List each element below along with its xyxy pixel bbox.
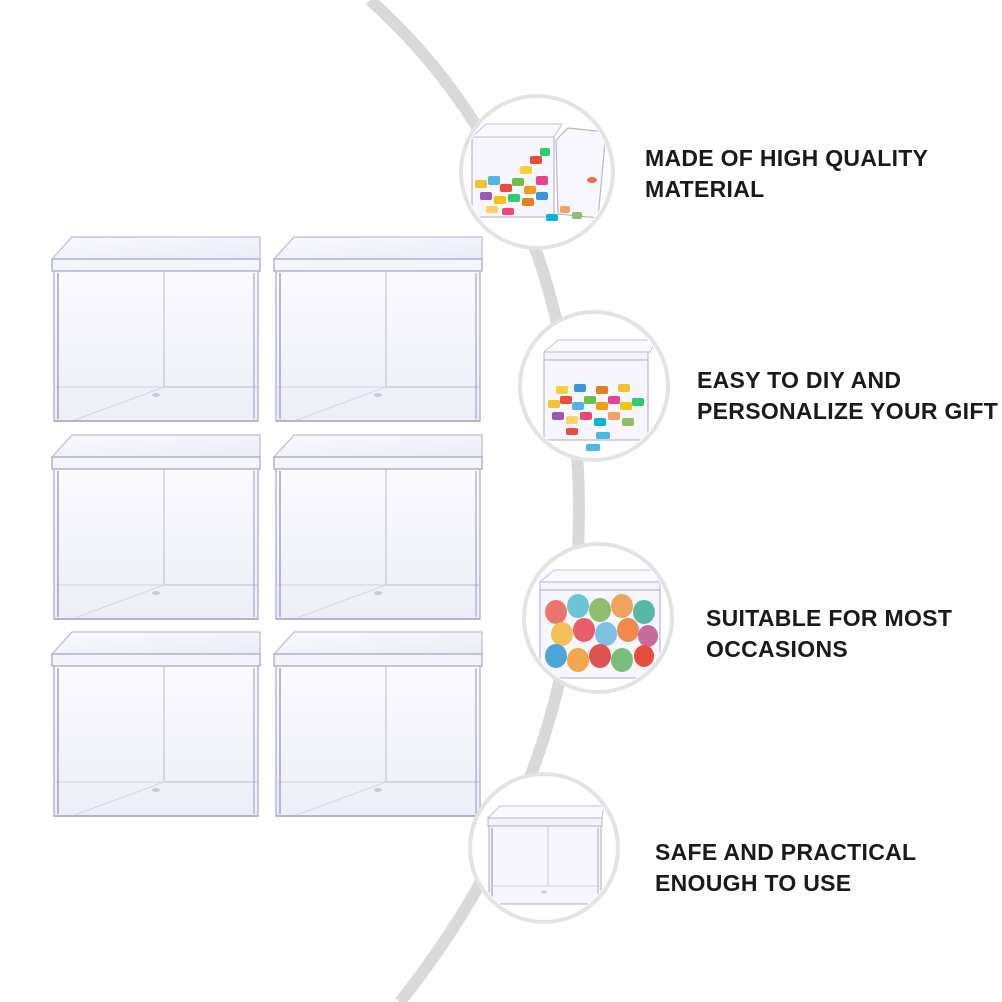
feature-4-line1: SAFE AND PRACTICAL xyxy=(655,839,917,865)
feature-2-line1: EASY TO DIY AND xyxy=(697,367,902,393)
clear-box-2 xyxy=(273,236,483,422)
clear-box-3 xyxy=(51,434,261,620)
feature-image-egg-box xyxy=(522,542,674,694)
feature-4-line2: ENOUGH TO USE xyxy=(655,870,852,896)
feature-text-4: SAFE AND PRACTICAL ENOUGH TO USE xyxy=(655,837,916,899)
feature-3-line2: OCCASIONS xyxy=(706,636,848,662)
feature-image-candy-box xyxy=(518,310,670,462)
candy-pieces xyxy=(475,148,582,221)
feature-image-empty-box xyxy=(468,772,620,924)
clear-box-6 xyxy=(273,631,483,817)
clear-box-4 xyxy=(273,434,483,620)
feature-2-line2: PERSONALIZE YOUR GIFT xyxy=(697,398,999,424)
clear-box-1 xyxy=(51,236,261,422)
feature-1-line1: MADE OF HIGH QUALITY xyxy=(645,145,929,171)
clear-box-5 xyxy=(51,631,261,817)
feature-text-2: EASY TO DIY AND PERSONALIZE YOUR GIFT xyxy=(697,365,998,427)
egg-pieces xyxy=(545,594,658,672)
feature-1-line2: MATERIAL xyxy=(645,176,765,202)
feature-3-line1: SUITABLE FOR MOST xyxy=(706,605,953,631)
feature-image-candy-open-lid xyxy=(459,94,615,250)
product-boxes xyxy=(51,236,483,817)
feature-text-3: SUITABLE FOR MOST OCCASIONS xyxy=(706,603,952,665)
feature-text-1: MADE OF HIGH QUALITY MATERIAL xyxy=(645,143,928,205)
candy-pieces xyxy=(548,384,644,451)
